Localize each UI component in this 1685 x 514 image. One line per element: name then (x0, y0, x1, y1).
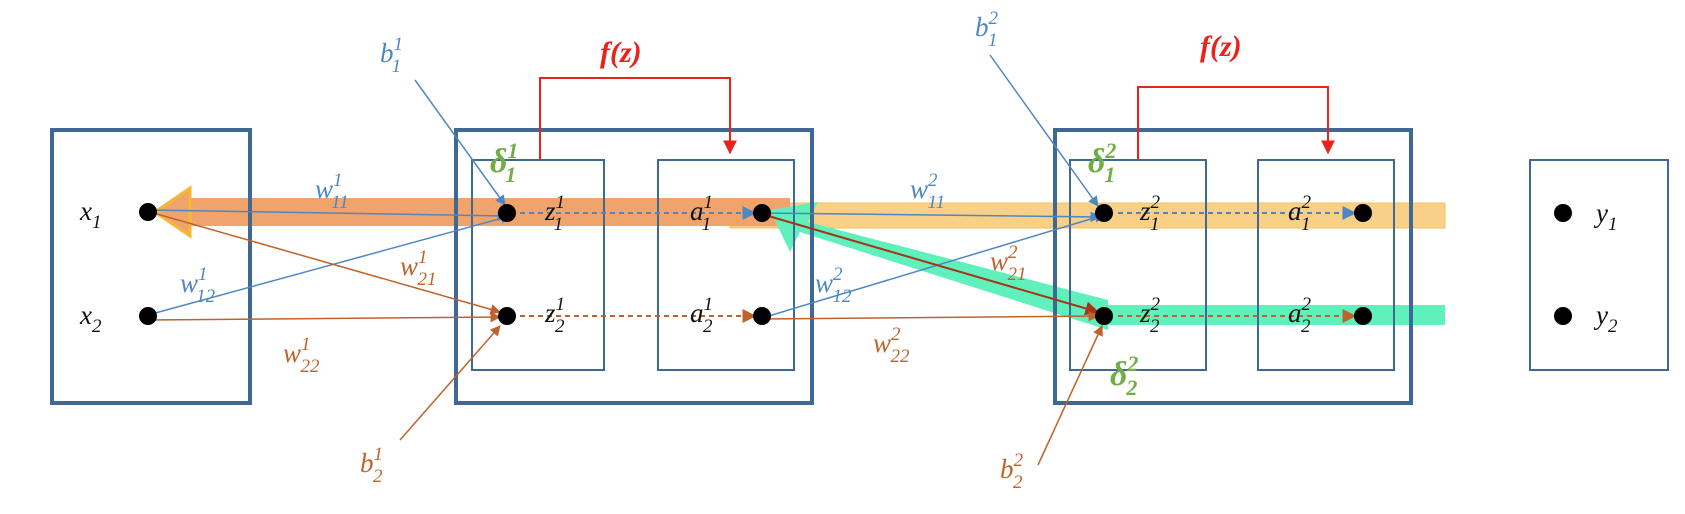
node-z12 (498, 307, 516, 325)
edge-b2-2 (1037, 325, 1103, 466)
hidden-layer-1-box (454, 128, 814, 405)
label-fz-2: f(z) (1200, 30, 1242, 63)
node-y1 (1554, 204, 1572, 222)
edge-w2-22 (761, 310, 1100, 322)
orange-backprop-band (185, 198, 790, 226)
edge-b2-1 (989, 54, 1099, 207)
edge-b1-1 (414, 79, 506, 206)
edge-w1-11 (147, 209, 509, 222)
edge-b1-2 (399, 325, 501, 441)
hidden-layer-2-box (1053, 128, 1413, 405)
edge-w2-12 (761, 212, 1106, 319)
node-x2 (139, 307, 157, 325)
node-z11 (498, 204, 516, 222)
z2-sub-box (1069, 159, 1207, 371)
input-layer-box (50, 128, 252, 405)
node-a11 (753, 204, 771, 222)
orange-backprop-arrowhead (152, 185, 192, 239)
node-a21 (1354, 204, 1372, 222)
edge-w1-12 (147, 213, 512, 316)
edge-w2-11 (761, 211, 1102, 223)
edge-w1-22 (147, 311, 502, 323)
edge-w1-21 (149, 211, 502, 315)
a2-sub-box (1257, 159, 1395, 371)
label-fz-1: f(z) (600, 36, 642, 69)
node-y2 (1554, 307, 1572, 325)
node-z21 (1095, 204, 1113, 222)
label-x1: x1 (79, 196, 101, 233)
label-y1: y1 (1593, 198, 1617, 235)
label-y2: y2 (1593, 300, 1618, 337)
fz-bracket-1 (539, 77, 737, 160)
node-a12 (753, 307, 771, 325)
node-z22 (1095, 307, 1113, 325)
output-layer-box (1529, 159, 1669, 371)
fz-bracket-2 (1137, 86, 1335, 160)
a1-sub-box (657, 159, 795, 371)
z1-sub-box (471, 159, 605, 371)
edge-w2-21 (764, 214, 1100, 316)
node-x1 (139, 203, 157, 221)
label-x2: x2 (79, 300, 102, 337)
node-a22 (1354, 307, 1372, 325)
yellow-backprop-band (729, 202, 1446, 229)
